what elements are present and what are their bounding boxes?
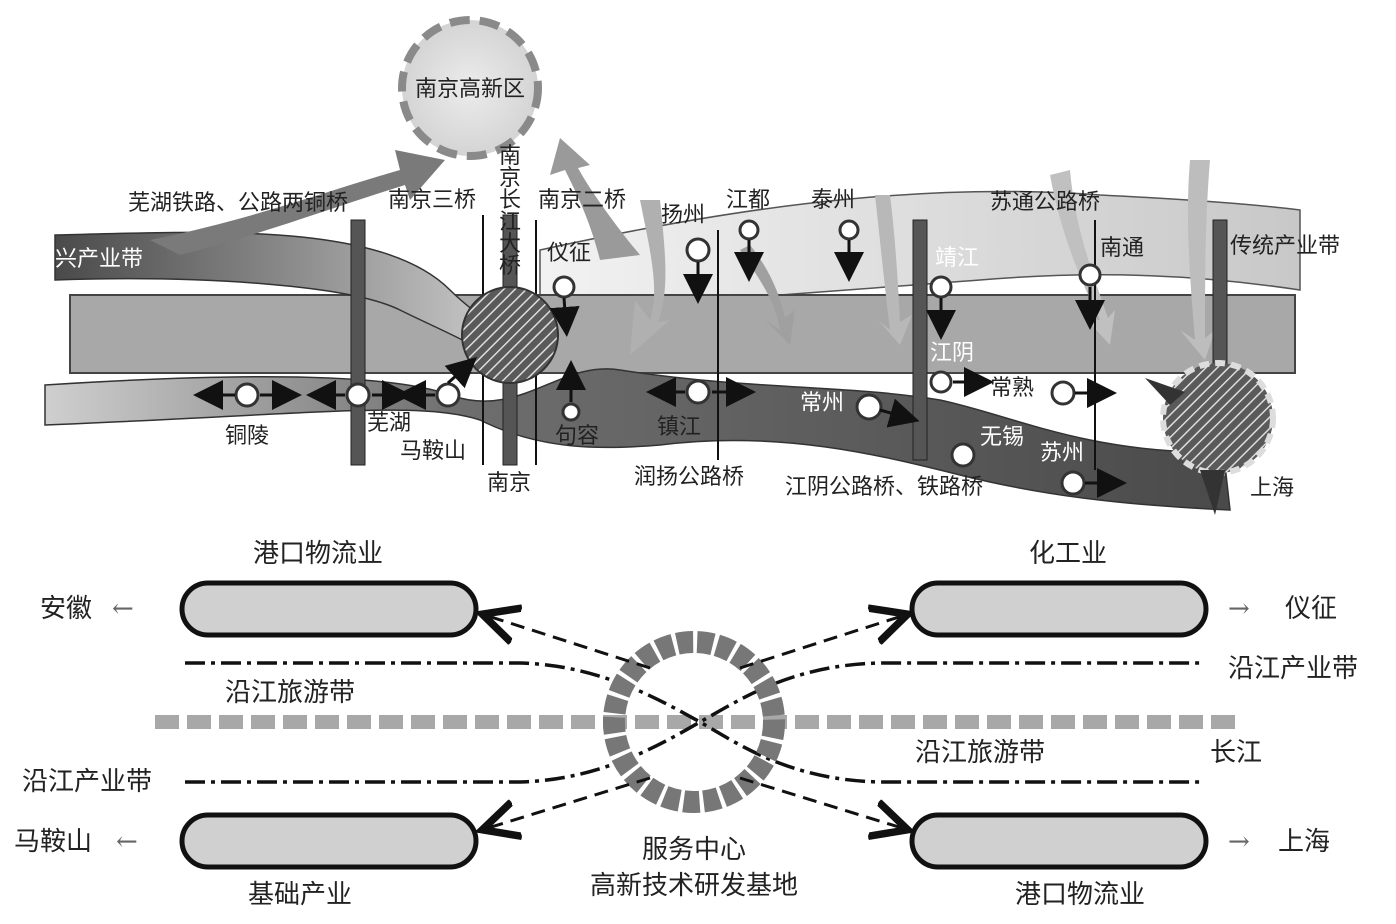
bridge-label-nanjing-yangtze-char: 江 <box>499 210 521 235</box>
city-nodes <box>234 219 1102 496</box>
box-top-right-label: 化工业 <box>1029 539 1107 569</box>
city-label-zhenjiang: 镇江 <box>657 415 701 440</box>
city-node-maanshan <box>435 382 461 408</box>
box-bottom-right <box>909 812 1209 870</box>
shanghai-node-circle <box>1160 360 1276 476</box>
bridge-bar-wuhu <box>350 219 366 466</box>
bridge-label-nanjing-yangtze-char: 长 <box>499 188 521 213</box>
city-label-changshu: 常熟 <box>990 376 1034 401</box>
city-node-yangzhou <box>685 237 711 263</box>
bridge-label-wuhu: 芜湖铁路、公路两铜桥 <box>128 191 348 216</box>
belt-line-lower <box>185 661 1200 784</box>
dest-bottom-left: 马鞍山 <box>14 827 92 857</box>
city-label-jiangdu: 江都 <box>726 188 770 213</box>
city-node-jiangdu <box>738 219 760 241</box>
downflow-arrow-5 <box>1180 160 1215 360</box>
dest-bottom-right-arrow: → <box>1228 827 1250 857</box>
flow-arrows <box>193 240 1127 498</box>
box-bottom-left-label: 基础产业 <box>248 880 352 910</box>
city-node-jingjiang <box>929 275 953 299</box>
tourism-belt-lower-label: 沿江旅游带 <box>915 738 1045 768</box>
city-node-changzhou <box>855 393 883 421</box>
city-label-jingjiang: 靖江 <box>935 246 979 271</box>
center-ring <box>603 631 785 813</box>
city-node-tongling <box>234 382 260 408</box>
upflow-arrow-left <box>150 150 445 255</box>
city-label-jiangyin: 江阴 <box>930 341 974 366</box>
belt-label-new-industry: 兴产业带 <box>55 247 143 272</box>
bridge-label-sutong: 苏通公路桥 <box>990 190 1100 215</box>
dashed-arrows <box>488 616 902 828</box>
city-label-yangzhou: 扬州 <box>661 203 705 228</box>
nanjing-hub-circle <box>398 16 542 160</box>
river-label: 长江 <box>1210 738 1262 768</box>
box-top-left <box>179 580 479 638</box>
nanjing-node-circle <box>461 286 559 384</box>
city-label-jurong: 句容 <box>555 424 599 449</box>
dest-bottom-left-arrow: ← <box>116 827 138 857</box>
downflow-arrow-3 <box>875 195 912 345</box>
city-label-nanjing: 南京 <box>487 471 531 496</box>
bridge-label-nanjing-yangtze-char: 大 <box>499 232 521 257</box>
top-map: 南京高新区 <box>44 16 1340 515</box>
city-label-maanshan: 马鞍山 <box>400 439 466 464</box>
bridge-label-nanjing-yangtze: 南京长江大桥 <box>499 144 521 279</box>
city-label-suzhou: 苏州 <box>1040 441 1084 466</box>
city-node-jurong <box>561 402 581 422</box>
city-node-yizheng <box>552 275 576 299</box>
bottom-diagram: 港口物流业 化工业 基础产业 港口物流业 安徽 ← → 仪征 马鞍山 ← → 上… <box>14 539 1358 910</box>
dest-top-left-arrow: ← <box>112 594 134 624</box>
city-node-zhenjiang <box>685 379 711 405</box>
city-node-changshu <box>1050 380 1076 406</box>
city-label-wuxi: 无锡 <box>980 425 1024 450</box>
bridge-label-nanjing3: 南京三桥 <box>388 188 476 213</box>
city-node-wuxi <box>950 442 976 468</box>
bridge-label-nanjing-yangtze-char: 桥 <box>499 254 521 279</box>
city-node-wuhu <box>345 382 371 408</box>
city-label-taizhou: 泰州 <box>811 188 855 213</box>
center-label-line1: 服务中心 <box>642 835 746 865</box>
dest-top-right: 仪征 <box>1285 594 1337 624</box>
city-label-yizheng: 仪征 <box>547 241 591 266</box>
city-node-nantong <box>1078 263 1102 287</box>
city-label-shanghai: 上海 <box>1250 476 1294 501</box>
nanjing-hub-label: 南京高新区 <box>415 77 525 102</box>
city-label-nantong: 南通 <box>1100 236 1144 261</box>
belt-line-upper <box>185 661 1200 784</box>
upflow-arrow-right <box>550 138 640 260</box>
bridge-label-nanjing-yangtze-char: 南 <box>499 144 521 169</box>
bridge-label-runyang: 润扬公路桥 <box>634 465 744 490</box>
city-label-changzhou: 常州 <box>800 391 844 416</box>
bridge-label-nanjing2: 南京二桥 <box>538 188 626 213</box>
dest-top-left: 安徽 <box>40 594 92 624</box>
box-top-left-label: 港口物流业 <box>253 539 383 569</box>
box-bottom-left <box>179 812 479 870</box>
city-label-wuhu: 芜湖 <box>367 411 411 436</box>
bridge-label-nanjing-yangtze-char: 京 <box>499 166 521 191</box>
bridge-label-jiangyin: 江阴公路桥、铁路桥 <box>785 475 983 500</box>
industry-belt-right-label: 沿江产业带 <box>1228 654 1358 684</box>
dest-bottom-right: 上海 <box>1278 827 1330 857</box>
city-node-suzhou <box>1060 470 1086 496</box>
shanghai-pointer <box>1145 378 1185 405</box>
box-top-right <box>909 580 1209 638</box>
city-label-tongling: 铜陵 <box>225 424 269 449</box>
city-node-jiangyin <box>929 370 953 394</box>
downflow-arrow-1 <box>630 200 670 355</box>
bridge-bar-jiangyin <box>912 219 928 461</box>
industry-belt-left-label: 沿江产业带 <box>22 767 152 797</box>
center-label-line2: 高新技术研发基地 <box>590 871 798 901</box>
belt-label-traditional: 传统产业带 <box>1230 234 1340 259</box>
dest-top-right-arrow: → <box>1228 594 1250 624</box>
box-bottom-right-label: 港口物流业 <box>1015 880 1145 910</box>
city-node-taizhou <box>838 219 860 241</box>
tourism-belt-upper-label: 沿江旅游带 <box>225 678 355 708</box>
shanghai-pointer-bottom <box>1200 470 1225 515</box>
